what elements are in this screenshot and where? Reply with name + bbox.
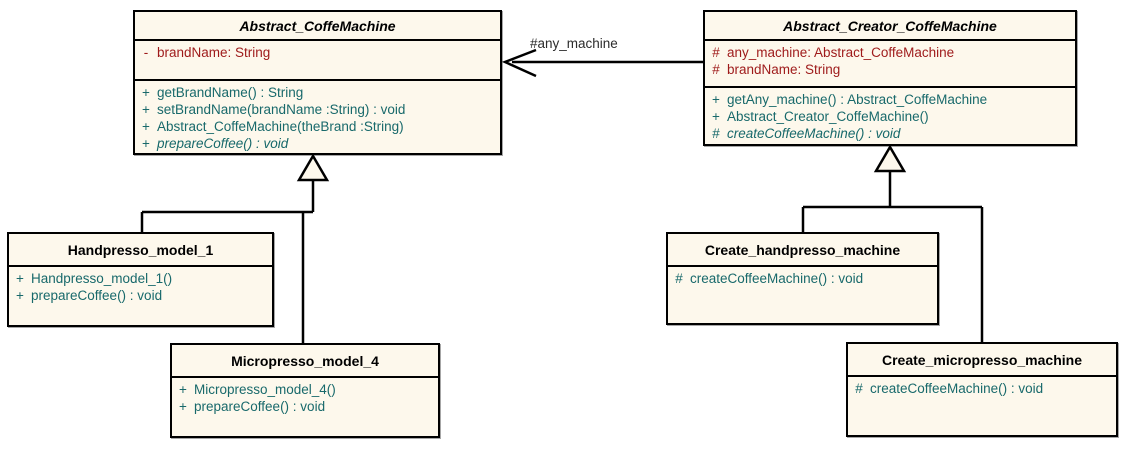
methods-compartment-abstract-creator-coffemachine: + getAny_machine() : Abstract_CoffeMachi… [705,86,1075,144]
method-text: setBrandName(brandName :String) : void [157,102,406,117]
method-row: + setBrandName(brandName :String) : void [135,101,500,118]
class-box-micropresso-model-4[interactable]: Micropresso_model_4 + Micropresso_model_… [170,343,440,438]
visibility-marker: + [179,399,187,414]
method-row: + getAny_machine() : Abstract_CoffeMachi… [705,91,1075,108]
method-text: Micropresso_model_4() [194,382,336,397]
visibility-marker: # [712,62,720,77]
method-row: + prepareCoffee() : void [172,398,438,415]
class-box-handpresso-model-1[interactable]: Handpresso_model_1 + Handpresso_model_1(… [7,232,274,327]
method-text: createCoffeeMachine() : void [727,126,901,141]
method-text: Handpresso_model_1() [31,271,173,286]
class-name-abstract-coffemachine: Abstract_CoffeMachine [239,17,396,34]
visibility-marker: - [143,45,149,60]
method-row: + getBrandName() : String [135,84,500,101]
attribute-text: any_machine: Abstract_CoffeMachine [727,45,955,60]
class-name-create-micropresso-machine: Create_micropresso_machine [882,351,1082,368]
method-row: + Micropresso_model_4() [172,381,438,398]
visibility-marker: # [712,45,720,60]
attribute-row: - brandName: String [135,44,500,61]
method-text: Abstract_Creator_CoffeMachine() [727,109,929,124]
visibility-marker: + [142,85,150,100]
class-box-create-micropresso-machine[interactable]: Create_micropresso_machine # createCoffe… [846,342,1118,437]
visibility-marker: + [712,92,720,107]
methods-compartment-micropresso-model-4: + Micropresso_model_4() + prepareCoffee(… [172,376,438,436]
method-text: getBrandName() : String [157,85,304,100]
class-name-micropresso-model-4: Micropresso_model_4 [231,352,379,369]
visibility-marker: # [675,271,683,286]
method-row: + prepareCoffee() : void [9,287,272,304]
method-text: prepareCoffee() : void [31,288,163,303]
method-text: getAny_machine() : Abstract_CoffeMachine [727,92,988,107]
attribute-row: # brandName: String [705,61,1075,78]
class-name-handpresso-model-1: Handpresso_model_1 [67,241,214,258]
methods-compartment-abstract-coffemachine: + getBrandName() : String + setBrandName… [135,79,500,153]
association-label-any-machine: #any_machine [530,36,618,51]
attribute-text: brandName: String [157,45,271,60]
visibility-marker: + [16,288,24,303]
methods-compartment-handpresso-model-1: + Handpresso_model_1() + prepareCoffee()… [9,265,272,325]
method-text: prepareCoffee() : void [194,399,326,414]
visibility-marker: + [712,109,720,124]
method-text: createCoffeeMachine() : void [690,271,864,286]
attributes-compartment-abstract-coffemachine: - brandName: String [135,39,500,79]
visibility-marker: + [179,382,187,397]
method-text: Abstract_CoffeMachine(theBrand :String) [157,119,404,134]
method-row: + prepareCoffee() : void [135,135,500,152]
methods-compartment-create-micropresso-machine: # createCoffeeMachine() : void [848,375,1116,435]
method-row: # createCoffeeMachine() : void [705,125,1075,142]
method-row: # createCoffeeMachine() : void [848,380,1116,397]
attribute-row: # any_machine: Abstract_CoffeMachine [705,44,1075,61]
visibility-marker: + [142,136,150,151]
method-text: prepareCoffee() : void [157,136,289,151]
methods-compartment-create-handpresso-machine: # createCoffeeMachine() : void [668,265,937,323]
method-text: createCoffeeMachine() : void [870,381,1044,396]
visibility-marker: # [855,381,863,396]
class-name-abstract-creator-coffemachine: Abstract_Creator_CoffeMachine [783,17,997,34]
attributes-compartment-abstract-creator-coffemachine: # any_machine: Abstract_CoffeMachine # b… [705,39,1075,86]
class-box-abstract-creator-coffemachine[interactable]: Abstract_Creator_CoffeMachine # any_mach… [703,10,1077,146]
visibility-marker: + [16,271,24,286]
method-row: + Handpresso_model_1() [9,270,272,287]
class-name-create-handpresso-machine: Create_handpresso_machine [704,241,901,258]
visibility-marker: + [142,119,150,134]
method-row: + Abstract_CoffeMachine(theBrand :String… [135,118,500,135]
association-any-machine [501,48,703,78]
class-box-create-handpresso-machine[interactable]: Create_handpresso_machine # createCoffee… [666,232,939,325]
class-box-abstract-coffemachine[interactable]: Abstract_CoffeMachine - brandName: Strin… [133,10,502,155]
attribute-text: brandName: String [727,62,841,77]
visibility-marker: # [712,126,720,141]
visibility-marker: + [142,102,150,117]
method-row: + Abstract_Creator_CoffeMachine() [705,108,1075,125]
method-row: # createCoffeeMachine() : void [668,270,937,287]
